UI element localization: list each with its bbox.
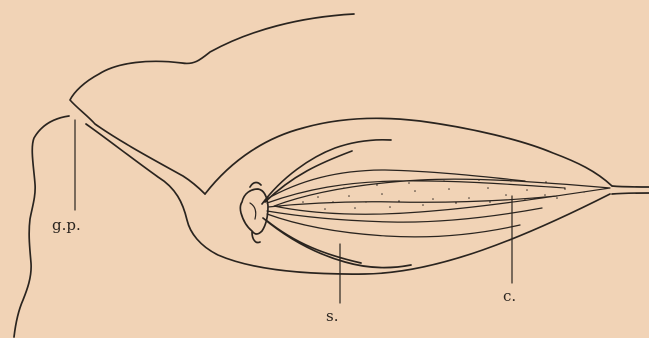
upper-body-contour bbox=[70, 14, 354, 194]
tail-lower-line bbox=[612, 193, 649, 194]
strand-4 bbox=[267, 208, 542, 222]
stipple-texture bbox=[302, 179, 585, 210]
label-gp: g.p. bbox=[52, 218, 81, 233]
label-c: c. bbox=[503, 289, 516, 304]
tail-upper-line bbox=[612, 186, 649, 187]
upper-long-seta bbox=[262, 140, 391, 204]
lower-long-seta bbox=[263, 218, 411, 268]
head-hook bbox=[250, 183, 261, 187]
strand-2 bbox=[267, 181, 565, 203]
label-s: s. bbox=[326, 309, 338, 324]
upper-long-seta-return bbox=[265, 151, 352, 202]
strand-1 bbox=[265, 170, 525, 200]
head-inner-mark bbox=[250, 203, 256, 219]
head-structure bbox=[240, 189, 268, 234]
